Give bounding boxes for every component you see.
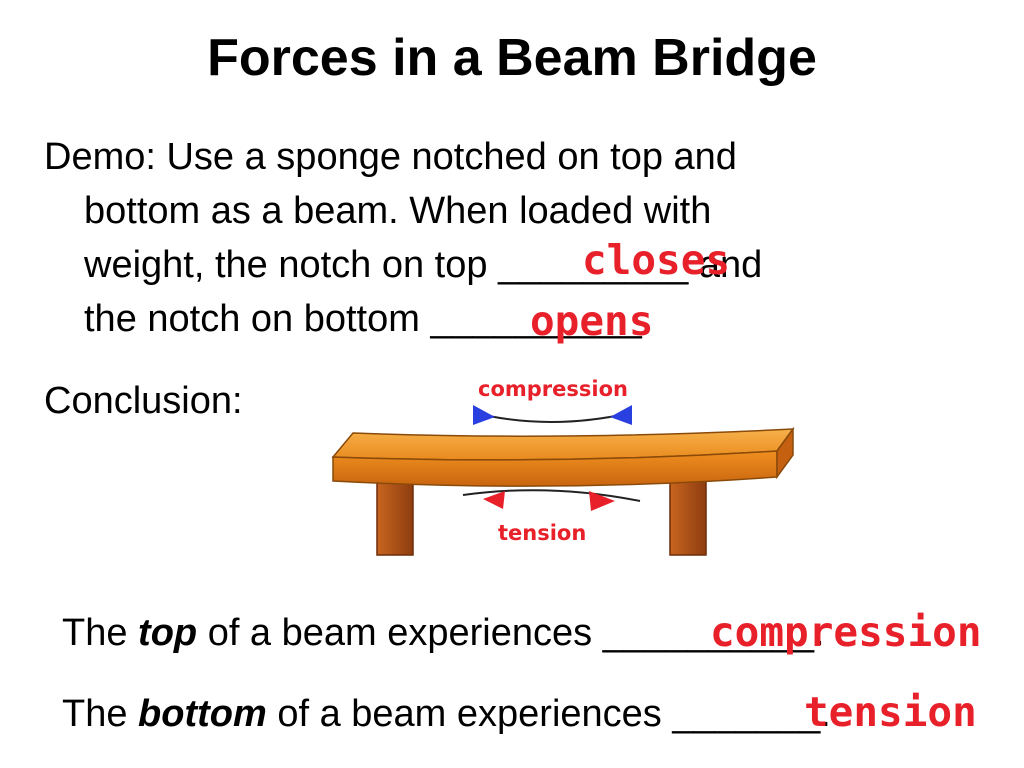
- sentence-bottom-blank: _______.: [672, 693, 831, 735]
- diagram-label-compression: compression: [478, 377, 628, 401]
- tension-arrow: [462, 489, 641, 511]
- conclusion-label: Conclusion:: [44, 380, 243, 422]
- arrow-head-left: [473, 405, 495, 425]
- compression-arrow: [473, 405, 632, 425]
- sentence-top: The top of a beam experiences __________…: [62, 607, 825, 659]
- tension-arrow-head-left: [483, 491, 505, 509]
- demo-line-1: Demo: Use a sponge notched on top and: [44, 136, 737, 178]
- arrow-head-right: [610, 405, 632, 425]
- demo-line-2: bottom as a beam. When loaded with: [84, 190, 712, 232]
- demo-line-4: the notch on bottom __________.: [84, 292, 652, 346]
- sentence-top-middle: of a beam experiences: [207, 612, 593, 654]
- sentence-top-prefix: The: [62, 612, 128, 654]
- beam-bridge-diagram: [331, 405, 795, 556]
- answer-compression: compression: [710, 608, 982, 656]
- demo-blank-bottom: __________.: [430, 298, 653, 340]
- answer-tension: tension: [804, 688, 977, 736]
- demo-line-3-before: weight, the notch on top: [84, 244, 488, 286]
- right-support: [669, 478, 707, 556]
- sentence-bottom: The bottom of a beam experiences _______…: [62, 688, 831, 740]
- answer-closes: closes: [582, 236, 731, 284]
- sentence-top-blank: __________.: [602, 612, 825, 654]
- demo-line-3-after: and: [698, 244, 763, 286]
- demo-blank-top: _________: [498, 244, 689, 286]
- sentence-bottom-prefix: The: [62, 693, 128, 735]
- diagram-label-tension: tension: [498, 521, 587, 545]
- beam-end-face: [776, 426, 794, 480]
- demo-line-3: weight, the notch on top _________ and: [84, 238, 762, 292]
- left-support: [376, 478, 414, 556]
- slide-title: Forces in a Beam Bridge: [207, 29, 817, 87]
- sentence-top-emphasis: top: [138, 612, 198, 654]
- sentence-bottom-emphasis: bottom: [138, 693, 267, 735]
- sentence-bottom-middle: of a beam experiences: [277, 693, 662, 735]
- demo-line-4-before: the notch on bottom: [84, 298, 420, 340]
- answer-opens: opens: [530, 297, 654, 345]
- tension-arrow-head-right: [589, 491, 615, 511]
